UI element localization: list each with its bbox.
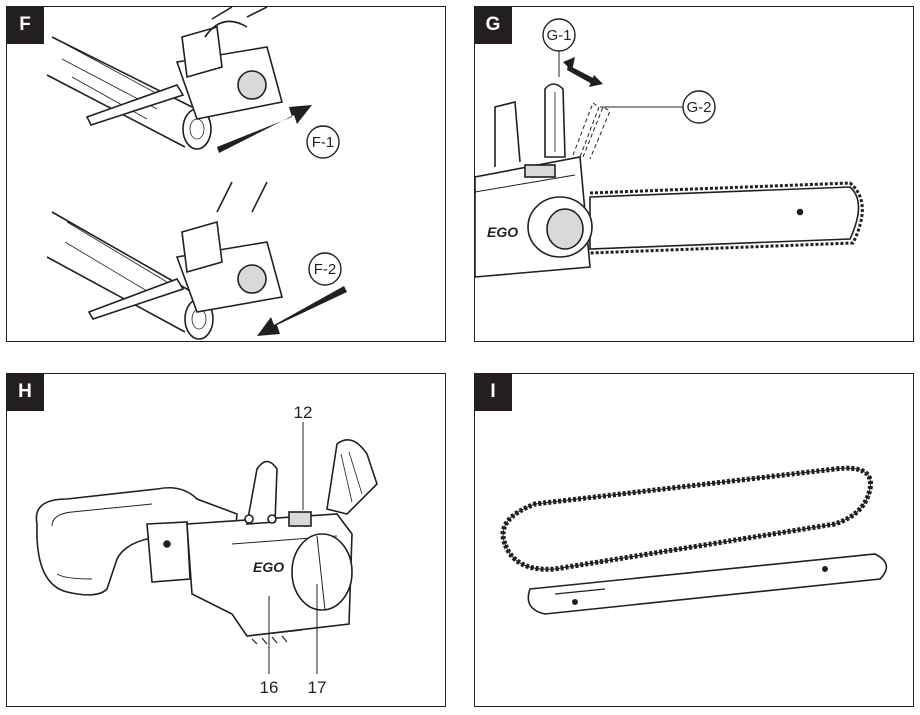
panel-label-i: I [474, 373, 512, 411]
brand-logo-h: EGO [253, 559, 284, 575]
panel-label-h: H [6, 373, 44, 411]
chainsaw-bottom [87, 181, 284, 320]
callout-circle-f1 [306, 125, 340, 159]
illustration-g: EGO G-1 G-2 [475, 18, 864, 278]
saw-chain [589, 181, 864, 255]
top-handle [246, 460, 278, 525]
panel-label-f: F [6, 6, 44, 44]
tension-knob [288, 511, 312, 527]
figure-panel-g: G EGO [474, 6, 914, 342]
callout-16: 16 [260, 678, 279, 697]
illustration-f: F-1 F-2 [46, 7, 347, 340]
log-top [46, 36, 212, 150]
callout-g2: G-2 [686, 99, 711, 116]
figure-panel-h: H EGO [6, 373, 446, 707]
figure-panel-f: F [6, 6, 446, 342]
callout-12: 12 [294, 403, 313, 422]
arrow-double [563, 57, 603, 87]
battery-latch [146, 521, 191, 583]
arrow-forward [217, 105, 312, 153]
callout-17: 17 [308, 678, 327, 697]
sprocket-cover [291, 533, 353, 611]
guide-bar [527, 553, 888, 615]
brand-logo-g: EGO [487, 224, 518, 240]
chain-brake [326, 438, 378, 515]
arrow-backward [257, 286, 347, 336]
panel-label-g: G [474, 6, 512, 44]
guide-bar [589, 186, 860, 250]
chainsaw-top [85, 7, 283, 126]
figure-panel-i: I [474, 373, 914, 707]
callout-g1: G-1 [546, 27, 571, 44]
illustration-h: EGO 12 16 17 [35, 403, 378, 697]
callout-f2: F-2 [314, 261, 337, 278]
saw-chain-loop [500, 465, 874, 572]
callout-f1: F-1 [312, 134, 335, 151]
illustration-i [500, 465, 888, 615]
rear-handle [35, 486, 238, 596]
lever-open-position [572, 102, 600, 158]
callout-circle-f2 [308, 252, 342, 286]
